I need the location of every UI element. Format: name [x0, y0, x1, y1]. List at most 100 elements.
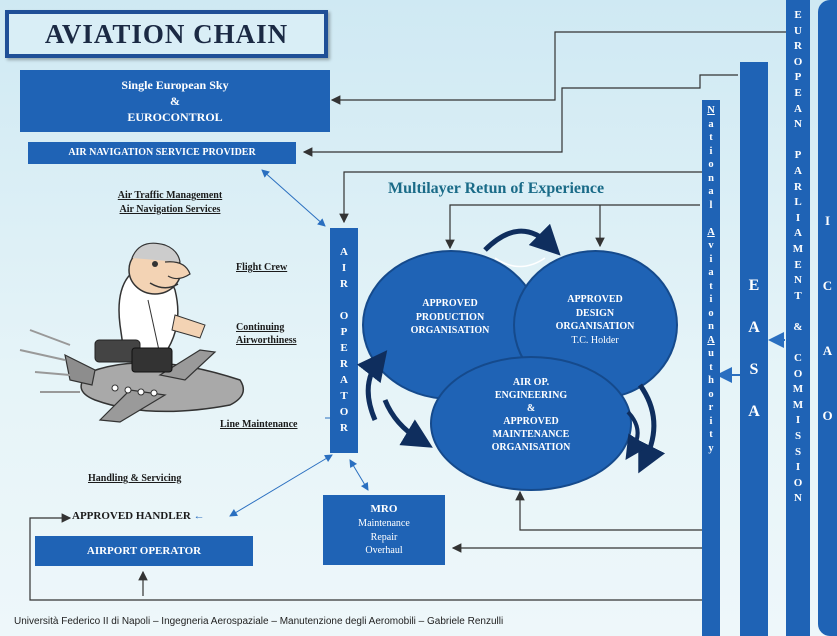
ep-letter: A	[794, 102, 802, 115]
ep-letter: L	[794, 196, 802, 209]
handling-servicing-label: Handling & Servicing	[88, 473, 182, 484]
naa-letter: a	[708, 118, 714, 130]
naa-letter: N	[707, 105, 715, 116]
ep-letter: P	[794, 149, 802, 162]
ep-letter: O	[793, 367, 803, 380]
ep-letter: P	[794, 71, 802, 84]
ep-letter	[797, 337, 800, 348]
production-text: APPROVED PRODUCTION ORGANISATION	[390, 297, 510, 338]
circle-engineering	[430, 356, 632, 491]
ep-letter: A	[794, 227, 802, 240]
mro-title: MRO	[370, 503, 398, 516]
design-line: ORGANISATION	[555, 321, 635, 332]
icao-letter: A	[822, 343, 833, 358]
naa-letter	[710, 214, 713, 225]
design-text: APPROVED DESIGN ORGANISATION T.C. Holder	[535, 293, 655, 347]
ep-letter: M	[792, 398, 804, 411]
air-operator-letter: I	[341, 262, 347, 274]
easa-box: E A S A	[740, 62, 768, 636]
naa-letter: o	[708, 388, 714, 400]
naa-letter: i	[709, 415, 713, 427]
naa-letter: h	[708, 375, 714, 386]
naa-letter: t	[709, 429, 713, 440]
ses-line-3: EUROCONTROL	[127, 110, 223, 125]
icao-letter: O	[822, 408, 833, 423]
mro-line: Maintenance	[358, 518, 410, 530]
approved-handler-label: APPROVED HANDLER ←	[72, 510, 205, 522]
naa-letter: n	[708, 321, 714, 332]
continuing-airworthiness-label: Continuing Airworthiness	[236, 321, 297, 347]
air-operator-letter: T	[340, 390, 348, 402]
air-operator-letter: O	[339, 406, 349, 418]
title-banner: AVIATION CHAIN	[5, 10, 328, 58]
icao-box: I C A O	[818, 0, 837, 636]
air-operator-letter: R	[340, 358, 348, 370]
ep-letter: R	[794, 40, 802, 53]
airport-operator-label: AIRPORT OPERATOR	[86, 545, 202, 557]
atm-label: Air Traffic Management Air Navigation Se…	[90, 189, 250, 217]
production-line: ORGANISATION	[410, 325, 490, 336]
engineering-line: &	[526, 403, 536, 414]
page-title: AVIATION CHAIN	[44, 18, 289, 49]
design-line: T.C. Holder	[571, 334, 619, 346]
ep-letter: S	[794, 445, 802, 458]
ansp-box: AIR NAVIGATION SERVICE PROVIDER	[28, 142, 296, 164]
flight-crew-label: Flight Crew	[236, 262, 288, 273]
design-line: APPROVED	[567, 294, 623, 305]
ep-letter: O	[793, 476, 803, 489]
naa-letter: a	[708, 186, 714, 197]
naa-letter: t	[709, 132, 713, 143]
ep-letter: E	[794, 9, 802, 21]
engineering-line: ENGINEERING	[494, 390, 568, 401]
ep-letter: N	[794, 118, 802, 131]
engineering-line: AIR OP.	[512, 377, 550, 388]
naa-letter: t	[709, 280, 713, 292]
air-operator-letter: A	[340, 246, 348, 258]
air-operator-letter: A	[340, 374, 348, 386]
european-parliament-commission-box: E U R O P E A N P A R L I A M E N T & C …	[786, 0, 810, 636]
naa-letter: i	[709, 294, 713, 305]
naa-letter: o	[708, 307, 714, 319]
naa-letter: A	[707, 226, 715, 238]
easa-letter: S	[749, 361, 759, 378]
airport-operator-box: AIRPORT OPERATOR	[35, 536, 253, 566]
ep-letter: I	[795, 211, 801, 224]
national-aviation-authority-box: N a t i o n a l A v i a t i o n A u t h …	[702, 100, 720, 636]
production-line: APPROVED	[422, 298, 478, 309]
atm-line-2: Air Navigation Services	[119, 204, 221, 215]
multilayer-heading: Multilayer Retun of Experience	[388, 180, 605, 197]
footer-credit: Università Federico II di Napoli – Ingeg…	[14, 616, 504, 627]
mro-line: Overhaul	[365, 545, 403, 557]
mro-line: Repair	[370, 531, 398, 543]
icao-letter: C	[822, 278, 833, 293]
naa-letter: r	[708, 402, 714, 413]
pilot-figure	[94, 242, 206, 373]
naa-letter: u	[708, 348, 714, 359]
mro-box: MRO Maintenance Repair Overhaul	[323, 495, 445, 565]
production-line: PRODUCTION	[415, 311, 485, 323]
engineering-line: ORGANISATION	[491, 442, 571, 453]
naa-letter: A	[707, 334, 715, 346]
handler-arrow-icon: ←	[193, 510, 205, 522]
ep-letter: E	[794, 258, 802, 271]
ses-line-2: &	[170, 93, 180, 108]
engineering-text: AIR OP. ENGINEERING & APPROVED MAINTENAN…	[466, 376, 596, 454]
air-operator-box: A I R O P E R A T O R	[330, 228, 358, 453]
design-line: DESIGN	[575, 307, 615, 319]
air-operator-letter: E	[340, 342, 348, 354]
ep-letter: S	[794, 430, 802, 443]
continuing-line-1: Continuing	[236, 322, 285, 333]
ep-letter: I	[795, 461, 801, 474]
ansp-label: AIR NAVIGATION SERVICE PROVIDER	[68, 147, 256, 158]
ep-letter: E	[794, 86, 802, 99]
ep-letter: M	[792, 383, 804, 396]
engineering-line: APPROVED	[503, 416, 559, 427]
naa-letter: a	[708, 267, 714, 278]
naa-letter: i	[709, 145, 713, 157]
ep-letter: M	[792, 242, 804, 255]
easa-letter: A	[748, 403, 760, 420]
ep-letter: A	[794, 164, 802, 177]
continuing-line-2: Airworthiness	[236, 335, 297, 346]
air-operator-letter: O	[339, 310, 349, 322]
